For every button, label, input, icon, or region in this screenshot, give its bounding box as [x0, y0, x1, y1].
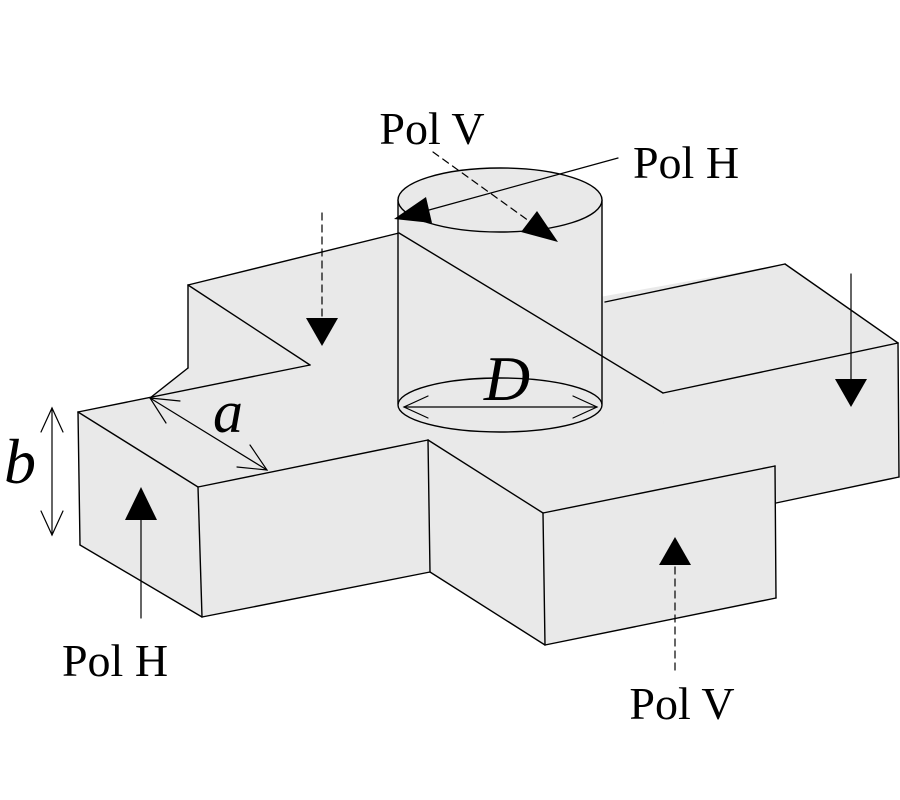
pol-v-top-label: Pol V	[379, 103, 484, 154]
junction-crease-line	[398, 232, 664, 394]
pol-h-left-arm-label: Pol H	[62, 635, 168, 686]
arm-field-arrows	[125, 212, 867, 671]
dim-d: D	[402, 343, 599, 419]
pol-v-front-arm-label: Pol V	[629, 678, 734, 729]
pol-v-leader-arrowhead	[521, 211, 558, 242]
dim-a-arrow	[148, 397, 269, 471]
cylinder-top-rim	[397, 167, 603, 233]
pol-labels: Pol V Pol H Pol H Pol V	[62, 103, 739, 729]
dim-b: b	[4, 406, 64, 537]
pol-arrows-top	[394, 151, 619, 242]
front-arm-end-face	[543, 466, 776, 645]
dim-d-label: D	[483, 343, 530, 414]
dim-d-arrow	[402, 395, 599, 419]
back-arm-field-arrowhead	[306, 318, 338, 346]
front-arm-left-face	[428, 440, 545, 645]
dim-b-arrow	[40, 406, 64, 537]
dim-a-label: a	[213, 379, 243, 445]
left-arm-front-face	[198, 440, 430, 617]
front-arm-field-arrowhead	[659, 537, 691, 565]
right-arm-field-arrowhead	[835, 379, 867, 407]
pol-h-leader-line	[428, 157, 619, 211]
pol-h-leader-arrowhead	[394, 197, 432, 223]
junction-edges	[77, 232, 900, 646]
dim-a: a	[148, 379, 269, 471]
pol-v-leader-line	[432, 151, 530, 222]
dim-b-label: b	[4, 426, 36, 497]
cylinder-base-rim	[397, 377, 603, 433]
pol-h-top-label: Pol H	[633, 137, 739, 188]
left-arm-field-arrowhead	[125, 487, 157, 520]
